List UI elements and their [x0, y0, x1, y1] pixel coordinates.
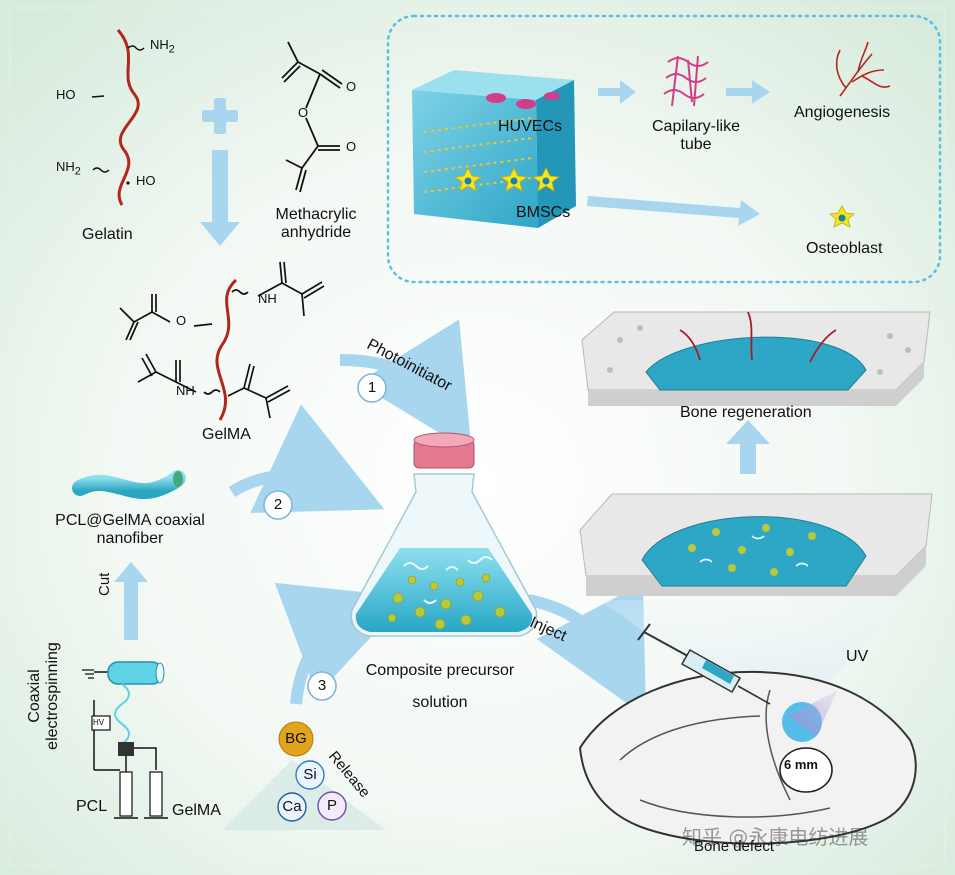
oxygen-label-3: O — [346, 139, 357, 154]
down-arrow-icon — [200, 150, 240, 246]
methacrylic-anhydride-structure — [281, 41, 343, 193]
electrospinning-apparatus — [82, 661, 168, 819]
composite-precursor-label: Composite precursor — [365, 662, 515, 679]
gelma-oxygen-left: O — [176, 313, 187, 328]
step-2-circle — [263, 490, 293, 520]
osteoblast-cell — [829, 205, 855, 228]
step-3-number: 3 — [317, 677, 327, 694]
gelatin-nh2-top: NH2 — [150, 37, 175, 56]
syringe-icon — [637, 623, 771, 705]
inject-arrow — [526, 582, 647, 718]
background-frame — [9, 7, 946, 867]
oxygen-label-1: O — [346, 79, 357, 94]
uv-label: UV — [846, 648, 869, 665]
gelatin-molecule — [91, 29, 145, 206]
up-arrow-icon — [114, 562, 148, 640]
bmscs-label: BMSCs — [516, 204, 571, 221]
uv-light-cone — [788, 690, 838, 736]
pcl-label: PCL — [76, 798, 108, 815]
p-label: P — [326, 797, 337, 814]
gelma-nh-top: NH — [258, 291, 277, 306]
bg-ball — [278, 721, 314, 757]
photoinitiator-arrow — [339, 319, 472, 453]
step-1-number: 1 — [367, 379, 377, 396]
plus-icon — [202, 98, 238, 134]
angiogenesis-label: Angiogenesis — [794, 104, 891, 121]
cell-response-box — [386, 14, 942, 284]
regeneration-up-arrow — [726, 420, 770, 474]
solution-label: solution — [412, 694, 468, 711]
methacrylic-anhydride-label: Methacrylic anhydride — [275, 206, 357, 242]
arrow-to-angiogenesis — [726, 80, 770, 104]
arrow-to-osteoblast — [587, 196, 760, 226]
nanofiber-arrow — [228, 404, 385, 514]
ca-label: Ca — [282, 798, 302, 815]
regenerated-bone-block — [581, 311, 931, 406]
flask — [350, 432, 538, 637]
bmsc-nuclei — [464, 177, 550, 185]
gelatin-label: Gelatin — [82, 226, 133, 243]
capillary-network — [663, 55, 709, 107]
bg-label: BG — [285, 730, 307, 747]
zoom-beam — [600, 600, 910, 730]
bone-defect-label: Bone defect — [694, 838, 775, 855]
step-3-circle — [307, 671, 337, 701]
defect-bone-block — [579, 493, 933, 596]
ca-ion — [277, 792, 307, 822]
watermark: 知乎 @永康电纺进展 — [682, 825, 869, 849]
step-2-number: 2 — [273, 496, 283, 513]
capillary-label: Capilary-like tube — [651, 118, 741, 154]
oxygen-label-2: O — [298, 105, 309, 120]
gelatin-ho-right: HO — [136, 173, 156, 188]
nanofiber-end — [173, 471, 183, 487]
cut-label: Cut — [96, 572, 113, 596]
hydrogel-cube — [412, 70, 576, 228]
defect-size-label: 6 mm — [784, 757, 818, 772]
p-ion — [317, 791, 347, 821]
step-1-circle — [357, 373, 387, 403]
gelma-syringe-label: GelMA — [172, 802, 221, 819]
gelatin-nh2-bottom: NH2 — [56, 159, 81, 178]
hv-label: HV — [93, 718, 105, 727]
release-arrow — [274, 582, 409, 705]
nanofiber-label: PCL@GelMA coaxial nanofiber — [55, 512, 205, 548]
arrow-to-capillary — [598, 80, 636, 104]
huvecs-label: HUVECs — [498, 118, 563, 135]
electrospinning-label: Coaxial electrospinning — [26, 642, 62, 750]
si-label: Si — [303, 766, 317, 783]
si-ion — [295, 760, 325, 790]
bone-regeneration-label: Bone regeneration — [680, 404, 812, 421]
gelma-label: GelMA — [202, 426, 251, 443]
osteoblast-label: Osteoblast — [806, 240, 883, 257]
angiogenesis-vessels — [835, 41, 891, 97]
gelma-nh-bottom: NH — [176, 383, 195, 398]
gelatin-ho-left: HO — [56, 87, 76, 102]
